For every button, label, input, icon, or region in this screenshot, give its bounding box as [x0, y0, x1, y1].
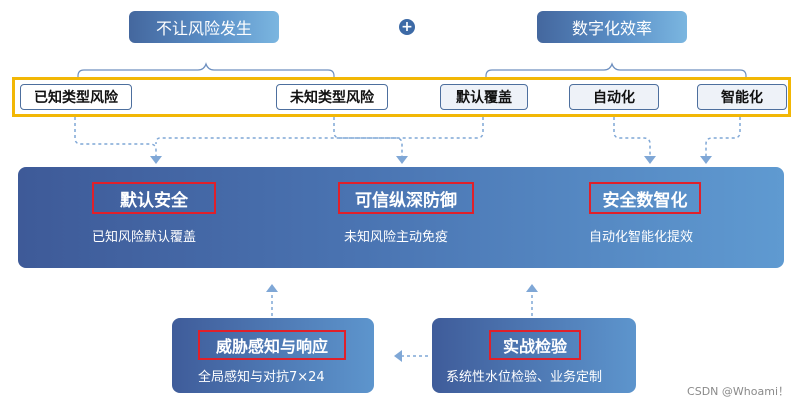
chip-automation: 自动化 [569, 84, 659, 110]
default-security-subtitle: 已知风险默认覆盖 [92, 230, 197, 245]
dash-link-2 [333, 111, 403, 158]
chip-intelligence: 智能化 [697, 84, 787, 110]
threat-response-title: 威胁感知与响应 [198, 330, 346, 360]
arrowhead-1 [150, 156, 162, 164]
defense-in-depth-subtitle: 未知风险主动免疫 [344, 230, 449, 245]
chip-default-cover: 默认覆盖 [440, 84, 528, 110]
up-arrowhead-left [266, 284, 278, 292]
dash-link-5 [705, 111, 741, 158]
watermark: CSDN @Whoami！ [687, 385, 789, 398]
left-arrowhead [394, 350, 402, 362]
right-brace [485, 62, 747, 84]
defense-in-depth-title: 可信纵深防御 [338, 182, 474, 214]
dash-link-1 [74, 111, 157, 158]
capability-strip [12, 77, 791, 117]
chip-unknown-risk: 未知类型风险 [276, 84, 388, 110]
dash-link-3 [155, 111, 484, 145]
digital-efficiency-label: 数字化效率 [537, 11, 687, 43]
plus-icon: + [399, 19, 415, 35]
live-fire-test-subtitle: 系统性水位检验、业务定制 [446, 370, 603, 385]
digital-security-subtitle: 自动化智能化提效 [589, 230, 694, 245]
digital-security-title: 安全数智化 [589, 182, 701, 214]
chip-known-risk: 已知类型风险 [20, 84, 132, 110]
arrowhead-2 [396, 156, 408, 164]
arrowhead-5 [700, 156, 712, 164]
left-brace [77, 62, 335, 84]
up-arrowhead-right [526, 284, 538, 292]
default-security-title: 默认安全 [92, 182, 216, 214]
threat-response-subtitle: 全局感知与对抗7×24 [198, 370, 325, 385]
risk-prevention-label: 不让风险发生 [129, 11, 279, 43]
arrowhead-4 [644, 156, 656, 164]
live-fire-test-title: 实战检验 [489, 330, 581, 360]
dash-link-4 [613, 111, 651, 158]
